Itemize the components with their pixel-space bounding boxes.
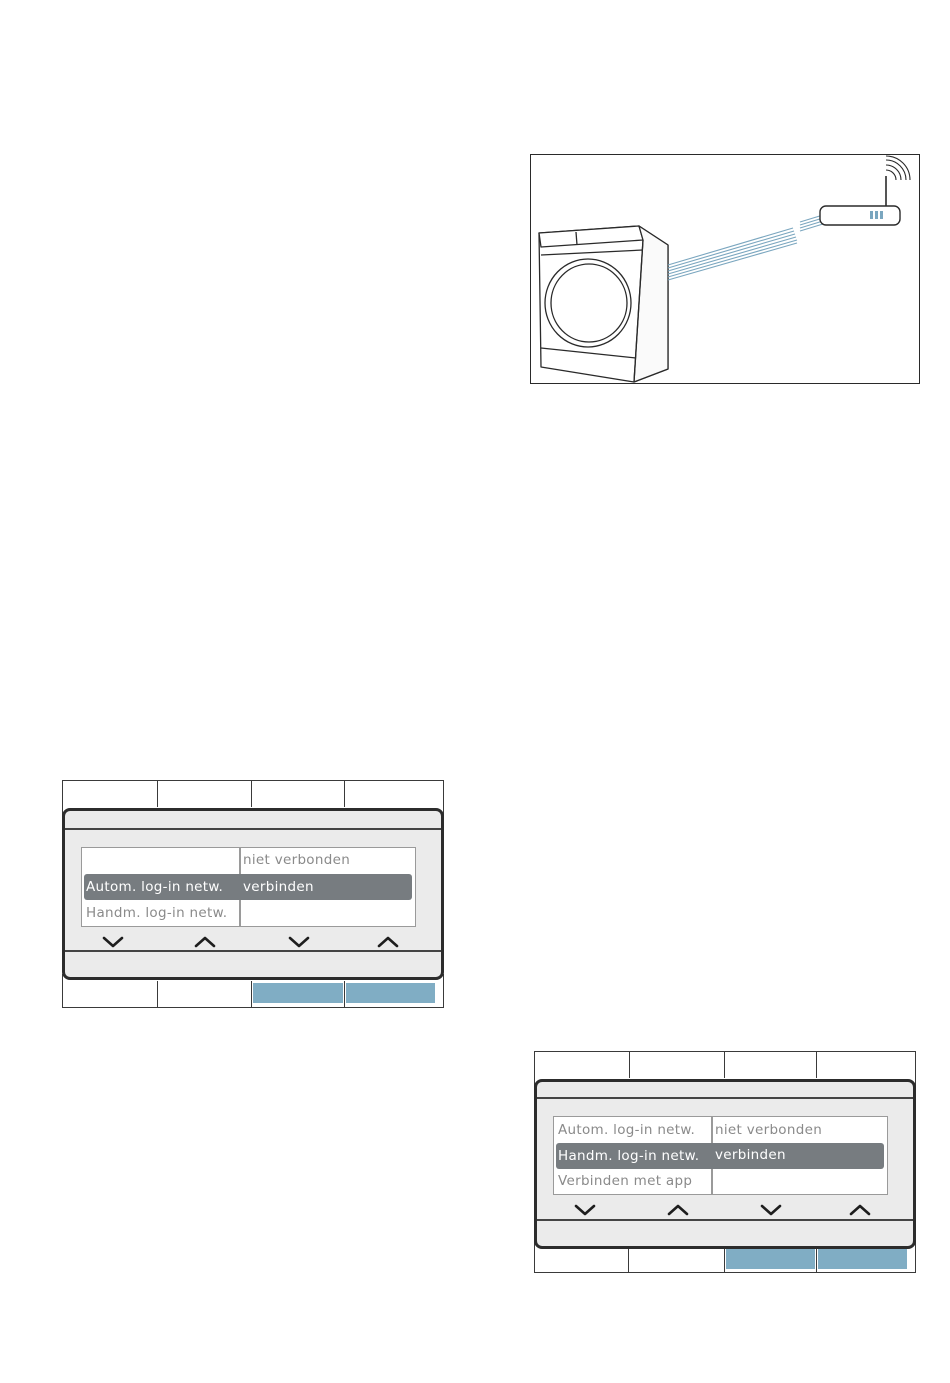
bottom-tab-3-highlight[interactable]	[726, 1249, 815, 1269]
chevron-up-icon[interactable]	[666, 1203, 690, 1217]
chevron-up-icon[interactable]	[376, 935, 400, 949]
menu-list: Autom. log-in netw. Handm. log-in netw. …	[553, 1116, 888, 1195]
menu-item-left-2[interactable]: Autom. log-in netw.	[86, 879, 223, 895]
display-screen: Autom. log-in netw. Handm. log-in netw. …	[534, 1079, 916, 1249]
menu-item-left-3[interactable]: Handm. log-in netw.	[86, 905, 227, 921]
menu-item-right-1[interactable]: niet verbonden	[715, 1122, 822, 1138]
dryer-icon	[539, 226, 668, 382]
bottom-tab-4-highlight[interactable]	[818, 1249, 907, 1269]
menu-item-left-1[interactable]: Autom. log-in netw.	[558, 1122, 695, 1138]
menu-item-left-3[interactable]: Verbinden met app	[558, 1173, 692, 1189]
wifi-signal-icon	[886, 156, 910, 180]
menu-item-left-2[interactable]: Handm. log-in netw.	[558, 1148, 699, 1164]
connection-beam	[668, 215, 823, 280]
chevron-up-icon[interactable]	[193, 935, 217, 949]
wifi-router-icon	[820, 176, 900, 225]
menu-item-right-1[interactable]: niet verbonden	[243, 852, 350, 868]
menu-item-right-2[interactable]: verbinden	[715, 1147, 786, 1163]
chevron-down-icon[interactable]	[101, 935, 125, 949]
illustration-svg	[531, 155, 921, 385]
control-display-2: Autom. log-in netw. Handm. log-in netw. …	[534, 1051, 916, 1273]
bottom-tab-3-highlight[interactable]	[253, 983, 343, 1003]
control-display-1: Autom. log-in netw. Handm. log-in netw. …	[62, 780, 444, 1008]
menu-list: Autom. log-in netw. Handm. log-in netw. …	[81, 847, 416, 927]
chevron-down-icon[interactable]	[287, 935, 311, 949]
menu-item-right-2[interactable]: verbinden	[243, 879, 314, 895]
chevron-up-icon[interactable]	[848, 1203, 872, 1217]
chevron-down-icon[interactable]	[759, 1203, 783, 1217]
chevron-down-icon[interactable]	[573, 1203, 597, 1217]
dryer-wifi-illustration	[530, 154, 920, 384]
display-screen: Autom. log-in netw. Handm. log-in netw. …	[62, 808, 444, 980]
bottom-tab-4-highlight[interactable]	[346, 983, 435, 1003]
